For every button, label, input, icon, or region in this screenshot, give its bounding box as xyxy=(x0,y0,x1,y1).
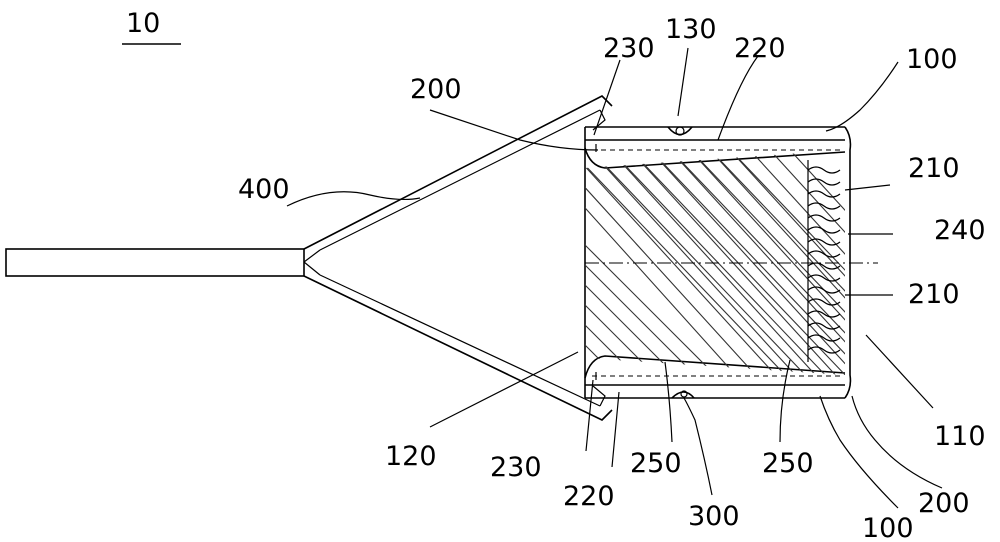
handle-rod xyxy=(6,249,304,276)
label-200-bot: 200 xyxy=(918,488,970,519)
label-100-bot: 100 xyxy=(862,513,914,542)
handle-upper-inner2 xyxy=(304,250,320,262)
figure-number: 10 xyxy=(126,8,160,39)
core-bottom-edge xyxy=(585,356,845,378)
label-250-b: 250 xyxy=(762,448,814,479)
label-250-a: 250 xyxy=(630,448,682,479)
label-220-bot: 220 xyxy=(563,481,615,512)
label-210-a: 210 xyxy=(908,153,960,184)
label-120: 120 xyxy=(385,441,437,472)
label-230-bot: 230 xyxy=(490,452,542,483)
label-210-b: 210 xyxy=(908,279,960,310)
label-100-top: 100 xyxy=(906,44,958,75)
core-hatching xyxy=(540,150,1000,380)
handle-upper-inner xyxy=(320,110,600,250)
top-notch-130 xyxy=(668,127,692,135)
handle-400 xyxy=(6,96,612,420)
label-200-top: 200 xyxy=(410,74,462,105)
label-400: 400 xyxy=(238,174,290,205)
handle-lower-inner xyxy=(320,275,600,406)
leader-lines xyxy=(287,48,942,508)
label-240: 240 xyxy=(934,215,986,246)
handle-inner-arm xyxy=(304,276,612,420)
label-300: 300 xyxy=(688,501,740,532)
label-220-top: 220 xyxy=(734,33,786,64)
label-230-top: 230 xyxy=(603,33,655,64)
handle-lower-inner2 xyxy=(304,262,320,275)
label-130: 130 xyxy=(665,14,717,45)
label-110: 110 xyxy=(934,421,986,452)
core-top-edge xyxy=(585,148,845,168)
